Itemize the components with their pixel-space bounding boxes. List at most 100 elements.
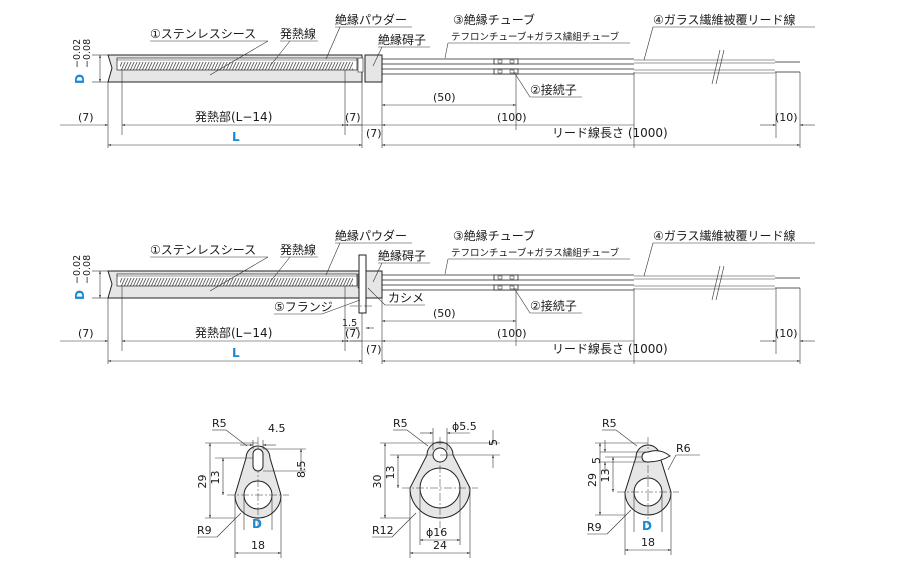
dim-1-5: 1.5	[342, 318, 357, 329]
connector-1	[493, 58, 519, 65]
label-insulator: 絶縁碍子	[378, 248, 426, 263]
insulator-block	[364, 54, 383, 83]
label-insulation-tube: ③絶縁チューブ	[453, 228, 535, 243]
dim-hook: 5	[590, 457, 603, 464]
label-tube-sub: テフロンチューブ+ガラス繍組チューブ	[451, 247, 620, 259]
label-connector: ②接続子	[530, 82, 577, 97]
label-flange: ⑤フランジ	[274, 300, 333, 314]
dim-7-left: (7)	[78, 327, 94, 340]
break-mark	[711, 265, 721, 301]
label-lead-wire: ④ガラス繊維被覆リード線	[653, 228, 796, 243]
dim-bore-d: D	[642, 519, 652, 533]
dim-100: (100)	[497, 111, 527, 124]
heating-wire-coil	[120, 62, 353, 70]
leader	[269, 40, 291, 67]
leader	[372, 262, 383, 283]
label-insulating-powder: 絶縁パウダー	[335, 228, 407, 243]
leader	[444, 42, 449, 59]
dim-width-text: 18	[251, 539, 265, 552]
dim-10: (10)	[775, 111, 798, 124]
label-lead-wire: ④ガラス繊維被覆リード線	[653, 12, 796, 27]
dim-center-text: 13	[599, 469, 612, 483]
dim-r-top: R5	[212, 417, 227, 430]
leader	[667, 454, 677, 471]
dim-width-text: 18	[641, 536, 655, 549]
tol-lower: −0.08	[82, 39, 93, 68]
leader	[444, 258, 449, 275]
connector-pin	[509, 285, 515, 290]
insulator-block	[364, 270, 383, 299]
hook-slot	[641, 450, 671, 463]
leader	[606, 509, 632, 535]
dim-50: (50)	[433, 91, 456, 104]
dim-50: (50)	[433, 307, 456, 320]
dim-r-bottom: R9	[197, 524, 212, 537]
leader	[406, 429, 429, 447]
dim-100: (100)	[497, 327, 527, 340]
label-insulation-tube: ③絶縁チューブ	[453, 12, 535, 27]
dim-L: L	[232, 130, 240, 144]
dim-bore-d: D	[252, 517, 262, 531]
dim-slot-width: 4.5	[268, 422, 286, 435]
connector-pin	[497, 275, 503, 280]
dim-height-text: 29	[196, 475, 209, 489]
connector-1	[493, 274, 519, 281]
dim-center-text: 13	[384, 466, 397, 480]
dim-width-text: 24	[433, 539, 447, 552]
break-mark	[715, 49, 725, 85]
connector-pin	[509, 275, 515, 280]
dim-center-text: 13	[209, 471, 222, 485]
leader	[391, 512, 417, 538]
leader	[325, 26, 341, 60]
dim-small-hole: ϕ5.5	[452, 420, 477, 433]
dim-10: (10)	[775, 327, 798, 340]
connector-pin	[509, 69, 515, 74]
leader	[513, 287, 531, 314]
label-stainless-sheath: ①ステンレスシース	[150, 243, 256, 257]
dim-height-text: 30	[371, 475, 384, 489]
label-heating-wire: 発熱線	[280, 26, 316, 41]
tol-upper: −0.02	[72, 39, 83, 68]
label-insulator: 絶縁碍子	[378, 32, 426, 47]
leader	[372, 46, 383, 67]
dim-height-text: 29	[586, 473, 599, 487]
dim-heating-part: 発熱部(L−14)	[195, 109, 272, 124]
label-tube-sub: テフロンチューブ+ガラス繍組チューブ	[451, 31, 620, 43]
connector-2	[493, 68, 519, 75]
dim-7-left: (7)	[78, 111, 94, 124]
dim-lead-length: リード線長さ (1000)	[552, 341, 668, 356]
dim-7-right: (7)	[345, 327, 361, 340]
dim-slot-height-text: 8.5	[295, 461, 308, 479]
leader	[643, 242, 654, 277]
leader	[225, 429, 248, 447]
leader	[321, 299, 361, 315]
label-heating-wire: 発熱線	[280, 242, 316, 257]
heater-view-2: D−0.02−0.08①ステンレスシース発熱線絶縁パウダー絶縁碍子③絶縁チューブ…	[60, 228, 815, 364]
dim-r-bottom: R9	[587, 521, 602, 534]
label-crimp: カシメ	[388, 291, 424, 305]
label-insulating-powder: 絶縁パウダー	[335, 12, 407, 27]
dim-r-bottom: R12	[372, 524, 394, 537]
dim-r-hook: R6	[676, 442, 691, 455]
leader	[325, 242, 341, 276]
leader	[209, 256, 269, 292]
heating-wire-coil	[120, 278, 353, 286]
label-stainless-sheath: ①ステンレスシース	[150, 27, 256, 41]
dim-r-top: R5	[602, 417, 617, 430]
dim-r-top: R5	[393, 417, 408, 430]
break-mark	[715, 265, 725, 301]
connector-pin	[497, 59, 503, 64]
leader	[513, 71, 531, 98]
leader	[367, 287, 386, 306]
flange-plate	[358, 254, 367, 314]
connector-pin	[497, 285, 503, 290]
d-label: D	[73, 290, 87, 300]
dim-7-under: (7)	[366, 127, 382, 140]
dim-lead-length: リード線長さ (1000)	[552, 125, 668, 140]
dim-heating-part: 発熱部(L−14)	[195, 325, 272, 340]
slot	[252, 448, 264, 472]
